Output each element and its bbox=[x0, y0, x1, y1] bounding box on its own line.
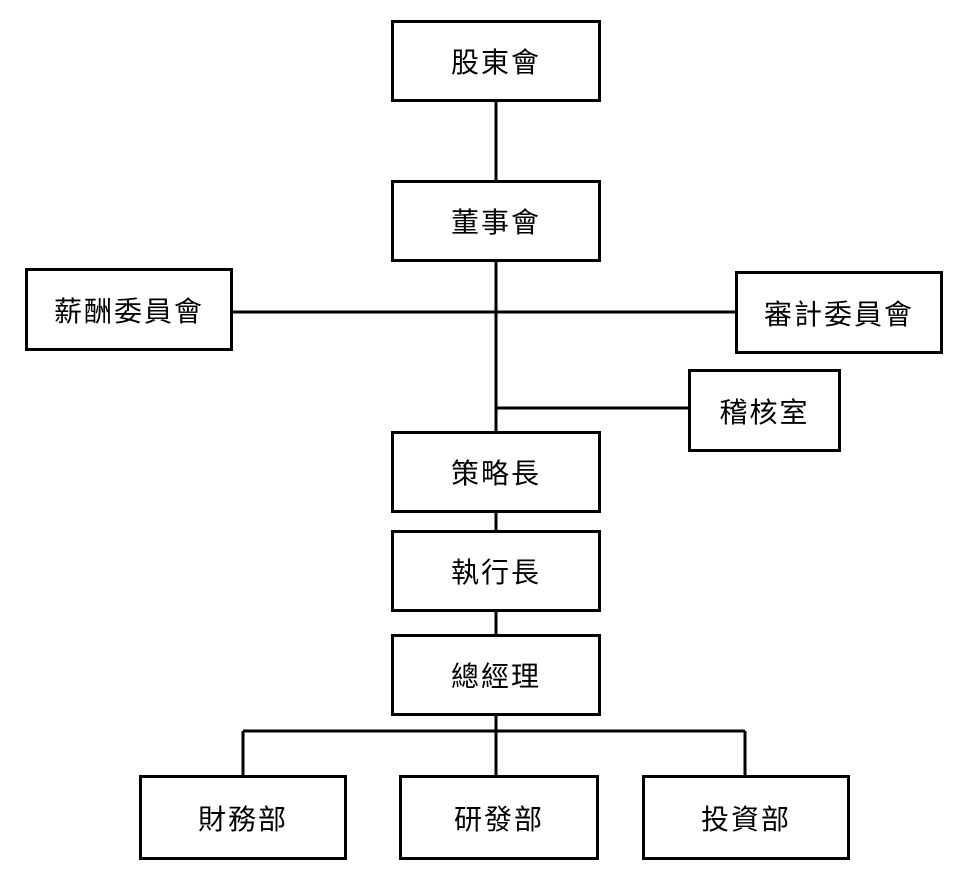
node-ceo: 執行長 bbox=[391, 530, 601, 612]
node-label: 策略長 bbox=[450, 457, 541, 490]
node-shareholders-meeting: 股東會 bbox=[391, 20, 601, 102]
node-label: 稽核室 bbox=[719, 395, 810, 429]
node-label: 審計委員會 bbox=[763, 297, 914, 331]
node-label: 總經理 bbox=[450, 660, 541, 693]
node-finance-department: 財務部 bbox=[139, 775, 347, 860]
node-general-manager: 總經理 bbox=[391, 634, 601, 716]
node-label: 股東會 bbox=[450, 46, 541, 79]
node-label: 執行長 bbox=[450, 556, 541, 589]
node-audit-committee: 審計委員會 bbox=[735, 271, 943, 354]
node-compensation-committee: 薪酬委員會 bbox=[25, 268, 233, 351]
node-investment-department: 投資部 bbox=[642, 775, 850, 860]
node-board-of-directors: 董事會 bbox=[391, 180, 601, 262]
node-label: 財務部 bbox=[197, 802, 288, 836]
node-label: 研發部 bbox=[453, 802, 544, 836]
node-chief-strategy-officer: 策略長 bbox=[391, 431, 601, 513]
node-label: 投資部 bbox=[700, 802, 791, 836]
node-label: 董事會 bbox=[450, 206, 541, 239]
node-rnd-department: 研發部 bbox=[399, 775, 599, 860]
node-audit-office: 稽核室 bbox=[688, 369, 841, 452]
node-label: 薪酬委員會 bbox=[53, 294, 204, 328]
